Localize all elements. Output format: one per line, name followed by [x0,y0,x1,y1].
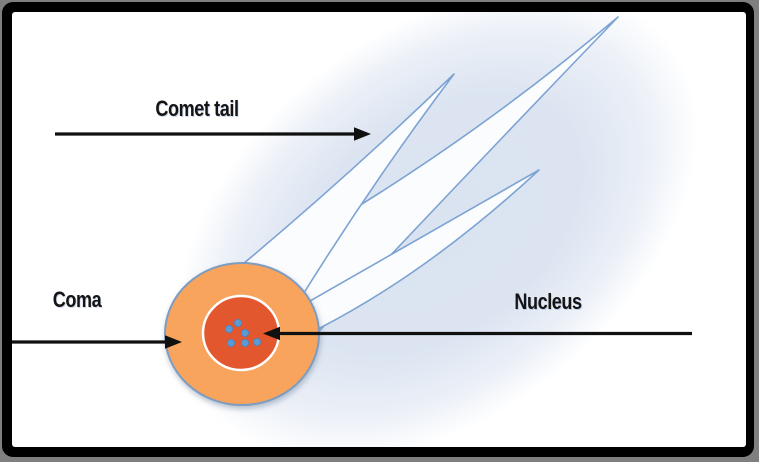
nucleus-dot [226,338,235,347]
comet-diagram-graphic [12,12,698,447]
comet-tail-label: Comet tail [155,96,239,121]
nucleus-dot [240,338,249,347]
coma-arrow [12,335,182,349]
slide-frame-border: Comet tail Coma Nucleus [2,2,754,457]
nucleus-dot [233,318,242,327]
nucleus-label: Nucleus [514,289,582,314]
nucleus-dot [224,324,233,333]
coma-label: Coma [52,287,102,312]
slide-canvas: Comet tail Coma Nucleus [12,12,746,447]
nucleus-dot [252,337,261,346]
tail-spike-lower [246,169,540,355]
nucleus-dots [224,318,261,347]
nucleus-arrow [263,326,692,341]
nucleus-dot [240,328,249,337]
comet-tail-arrow [55,127,371,141]
